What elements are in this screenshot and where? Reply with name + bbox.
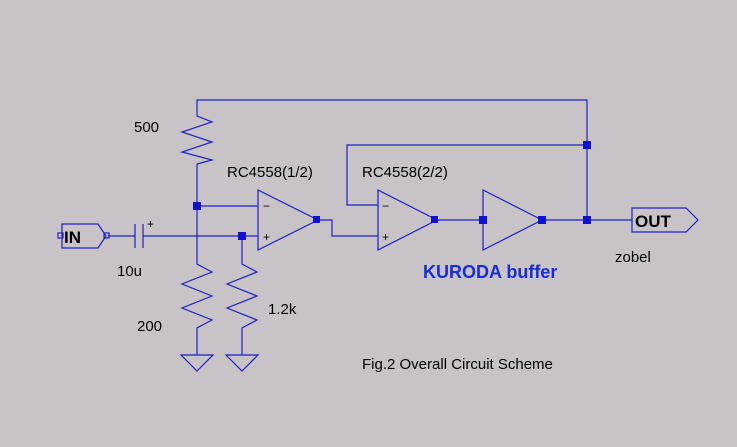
output-port-label: OUT [635,212,672,231]
label-r-feedback: 500 [134,119,159,136]
junction-node-b [238,232,246,240]
wire-inner-feedback [346,144,587,206]
junction-dots [193,141,591,240]
wires [108,99,632,355]
input-port-label: IN [64,228,81,247]
junction-feedback-top [583,141,591,149]
label-c-input: 10u [117,263,142,280]
wire-outer-feedback [196,99,588,220]
label-cap-polarity: + [147,217,154,231]
opamp1-inv-sign: − [263,199,270,213]
input-port: IN [57,223,110,249]
resistor-200 [180,258,214,338]
opamp2-noninv-sign: + [382,230,389,244]
resistor-500 [179,112,215,168]
junction-node-a [193,202,201,210]
annotation-kuroda-buffer: KURODA buffer [423,262,557,282]
capacitor-10u [134,224,144,248]
label-zobel: zobel [615,249,651,266]
wire-opamp1-out [318,219,378,237]
junction-buffer-out [538,216,546,224]
ground-symbol-1k2 [224,354,260,372]
label-opamp2: RC4558(2/2) [362,164,448,181]
label-opamp1: RC4558(1/2) [227,164,313,181]
opamp2-inv-sign: − [382,199,389,213]
buffer-amp [482,189,544,251]
output-port: OUT [631,207,699,233]
label-r-bias: 1.2k [268,301,297,318]
opamp1-noninv-sign: + [263,230,270,244]
junction-buffer-in [479,216,487,224]
resistor-1k2 [225,258,259,338]
junction-opamp1-out [313,216,320,223]
junction-opamp2-out [431,216,438,223]
label-r-ground: 200 [137,318,162,335]
junction-output-node [583,216,591,224]
opamp-2 [377,189,439,251]
ground-symbol-200 [179,354,215,372]
figure-caption: Fig.2 Overall Circuit Scheme [362,356,553,373]
opamp-1 [257,189,320,251]
